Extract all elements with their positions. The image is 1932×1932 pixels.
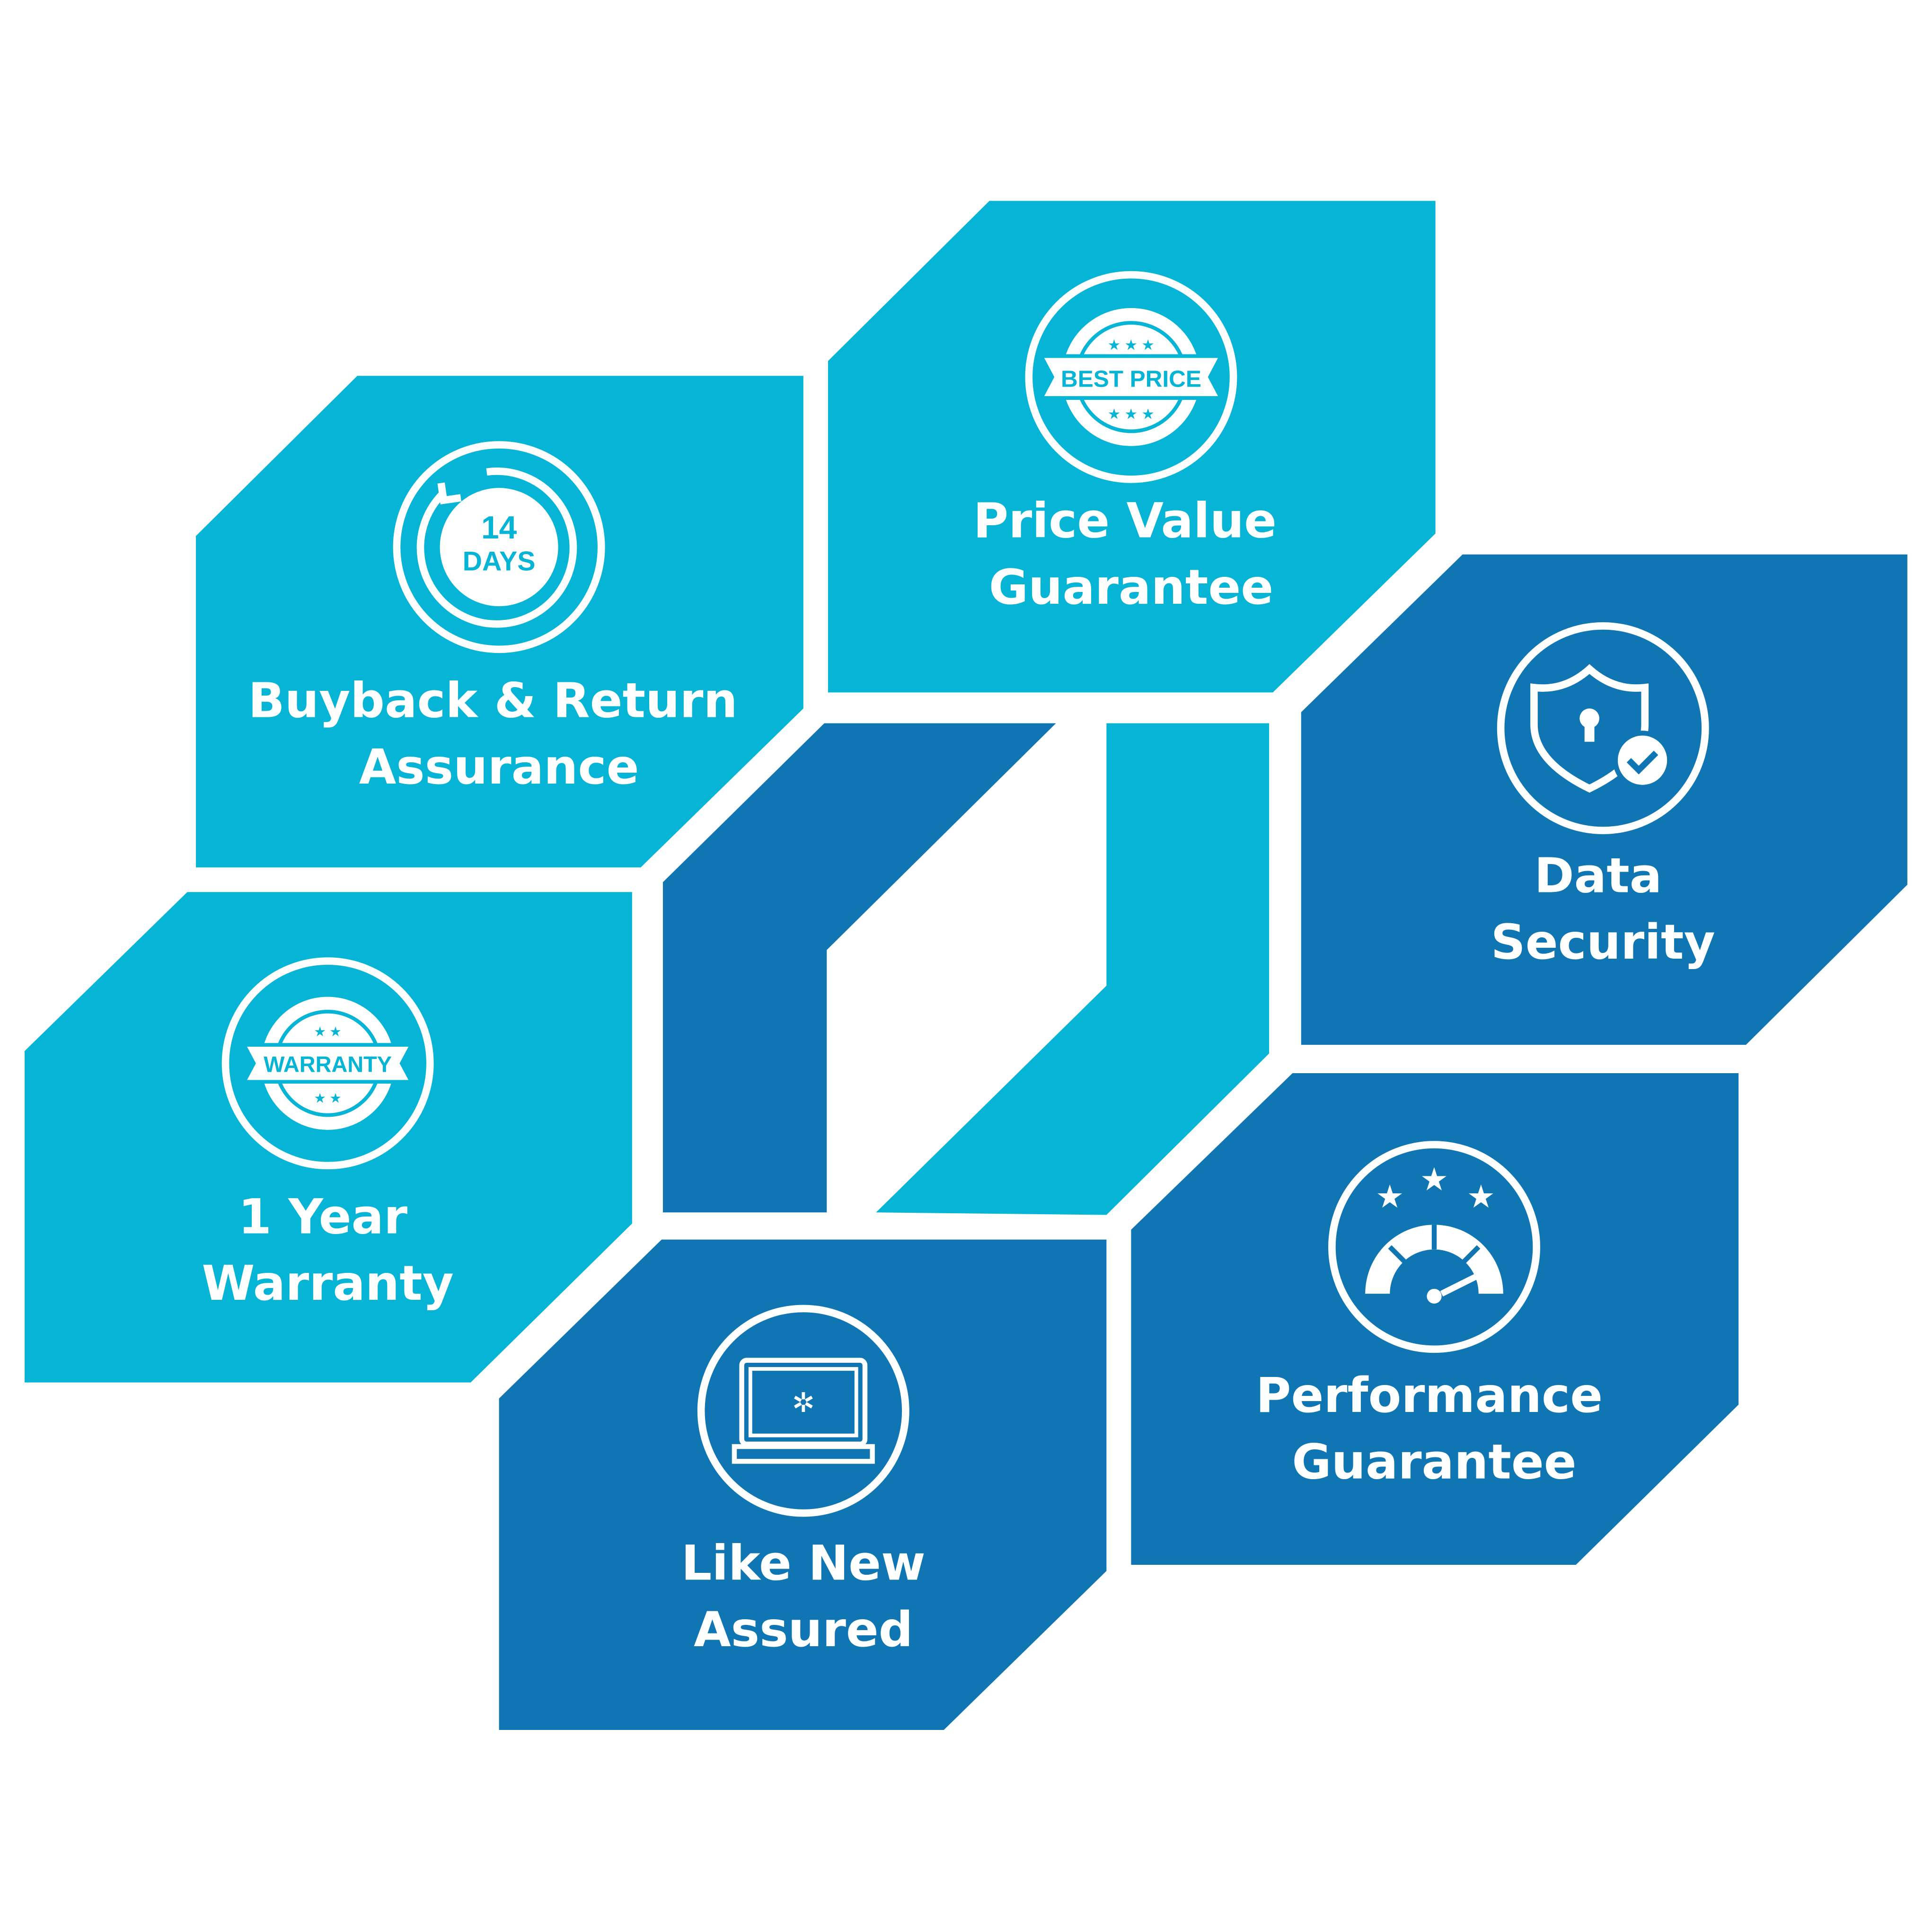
security-title-line1: Data [1534, 847, 1662, 903]
tile-price [828, 201, 1436, 693]
badge-stars-bottom: ★ ★ [314, 1091, 341, 1106]
tile-likenew [499, 1239, 1107, 1730]
performance-title-line1: Performance [1256, 1367, 1603, 1423]
price-title-line2: Guarantee [989, 559, 1273, 615]
tile-security [1301, 554, 1907, 1045]
warranty-title-line1: 1 Year [238, 1189, 407, 1245]
warranty-badge-icon: WARRANTY ★ ★ ★ ★ [221, 957, 434, 1170]
speedometer-stars-icon: ★ ★ ★ [1328, 1141, 1540, 1353]
badge-stars-top: ★ ★ ★ [1108, 337, 1155, 353]
badge-days: DAYS [463, 547, 536, 577]
warranty-title-line2: Warranty [202, 1255, 454, 1311]
badge-stars-bottom: ★ ★ ★ [1108, 406, 1155, 422]
center-light-connector [876, 723, 1270, 1215]
likenew-title-line2: Assured [694, 1602, 913, 1658]
performance-title-line2: Guarantee [1292, 1434, 1576, 1490]
security-title-line2: Security [1491, 914, 1715, 970]
sparkle-icon: ✲ [792, 1388, 815, 1418]
shield-lock-check-icon [1497, 622, 1709, 834]
badge-best-price: BEST PRICE [1061, 366, 1201, 392]
star-icon: ★ [1420, 1162, 1449, 1197]
star-icon: ★ [1467, 1179, 1496, 1215]
badge-warranty: WARRANTY [264, 1052, 392, 1076]
tile-performance [1131, 1073, 1739, 1565]
14-days-return-icon: 14 DAYS [393, 441, 605, 653]
best-price-badge-icon: BEST PRICE ★ ★ ★ ★ ★ ★ [1025, 271, 1237, 483]
price-title-line1: Price Value [973, 493, 1277, 548]
buyback-title-line1: Buyback & Return [248, 673, 737, 729]
badge-14: 14 [481, 510, 517, 546]
star-icon: ★ [1376, 1179, 1404, 1215]
likenew-title-line1: Like New [681, 1535, 926, 1591]
center-dark-connector [662, 723, 1056, 1213]
tile-warranty [25, 892, 632, 1383]
badge-stars-top: ★ ★ [314, 1024, 341, 1040]
laptop-sparkle-icon: ✲ [697, 1305, 909, 1517]
buyback-title-line2: Assurance [359, 739, 639, 795]
